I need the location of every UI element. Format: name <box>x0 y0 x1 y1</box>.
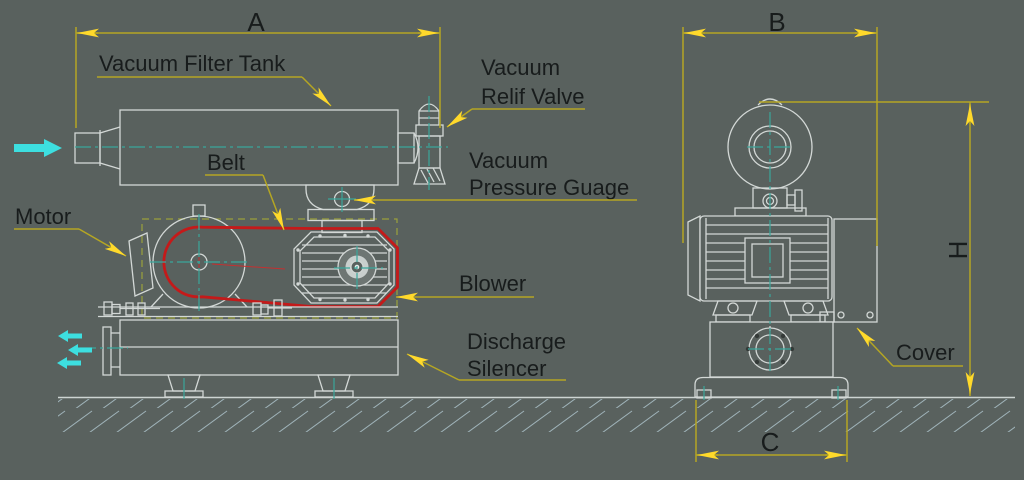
label-belt: Belt <box>205 150 285 231</box>
label-discharge-silencer: Discharge Silencer <box>406 329 566 381</box>
outlet-flow-arrow-icon <box>57 357 81 369</box>
centerlines-front <box>703 112 839 400</box>
motor-foot <box>712 300 758 316</box>
label-vacuum-pressure-gauge: Vacuum Pressure Guage <box>354 148 637 205</box>
label-cover: Cover <box>856 327 963 367</box>
dimension-b: B <box>682 7 878 246</box>
svg-text:Silencer: Silencer <box>467 356 546 381</box>
dimension-a: A <box>75 7 441 128</box>
svg-text:Relif Valve: Relif Valve <box>481 84 585 109</box>
discharge-silencer-front <box>694 321 849 399</box>
svg-text:Discharge: Discharge <box>467 329 566 354</box>
gauge-mount <box>305 184 375 234</box>
label-vacuum-relief-valve: Vacuum Relif Valve <box>446 55 585 128</box>
dimension-h-letter: H <box>943 241 973 260</box>
svg-text:Cover: Cover <box>896 340 955 365</box>
ground-hatch <box>58 399 1015 432</box>
label-motor: Motor <box>14 204 127 257</box>
front-view <box>687 98 878 400</box>
svg-text:Belt: Belt <box>207 150 245 175</box>
outlet-flow-arrow-icon <box>68 344 92 356</box>
discharge-flange <box>102 326 112 376</box>
base-rails <box>98 299 398 318</box>
svg-text:Pressure Guage: Pressure Guage <box>469 175 629 200</box>
discharge-silencer-side <box>102 319 399 398</box>
label-blower: Blower <box>396 271 534 302</box>
dimension-b-letter: B <box>768 7 785 37</box>
label-vacuum-filter-tank: Vacuum Filter Tank <box>97 51 332 107</box>
vacuum-relief-valve <box>397 103 446 185</box>
motor-foot <box>783 300 829 316</box>
svg-text:Vacuum: Vacuum <box>469 148 548 173</box>
flow-arrows <box>14 139 92 369</box>
side-view <box>14 96 448 399</box>
dimension-c: C <box>695 400 848 462</box>
inlet-pipe <box>74 132 101 164</box>
base <box>694 376 849 398</box>
inlet-flow-arrow-icon <box>14 139 62 157</box>
svg-text:Motor: Motor <box>15 204 71 229</box>
dimension-c-letter: C <box>761 427 780 457</box>
motor-front <box>687 207 833 323</box>
motor-side <box>128 204 248 309</box>
motor-rear-plate <box>128 232 154 297</box>
svg-text:Vacuum: Vacuum <box>481 55 560 80</box>
labels: Vacuum Filter Tank Vacuum Relif Valve Va… <box>14 51 963 381</box>
svg-text:Blower: Blower <box>459 271 526 296</box>
outlet-flow-arrow-icon <box>58 330 82 342</box>
dimension-a-letter: A <box>247 7 265 37</box>
svg-text:Vacuum Filter Tank: Vacuum Filter Tank <box>99 51 286 76</box>
ground <box>58 396 1015 432</box>
dimension-h: H <box>759 101 989 396</box>
dimensions: A B C H <box>75 7 989 462</box>
